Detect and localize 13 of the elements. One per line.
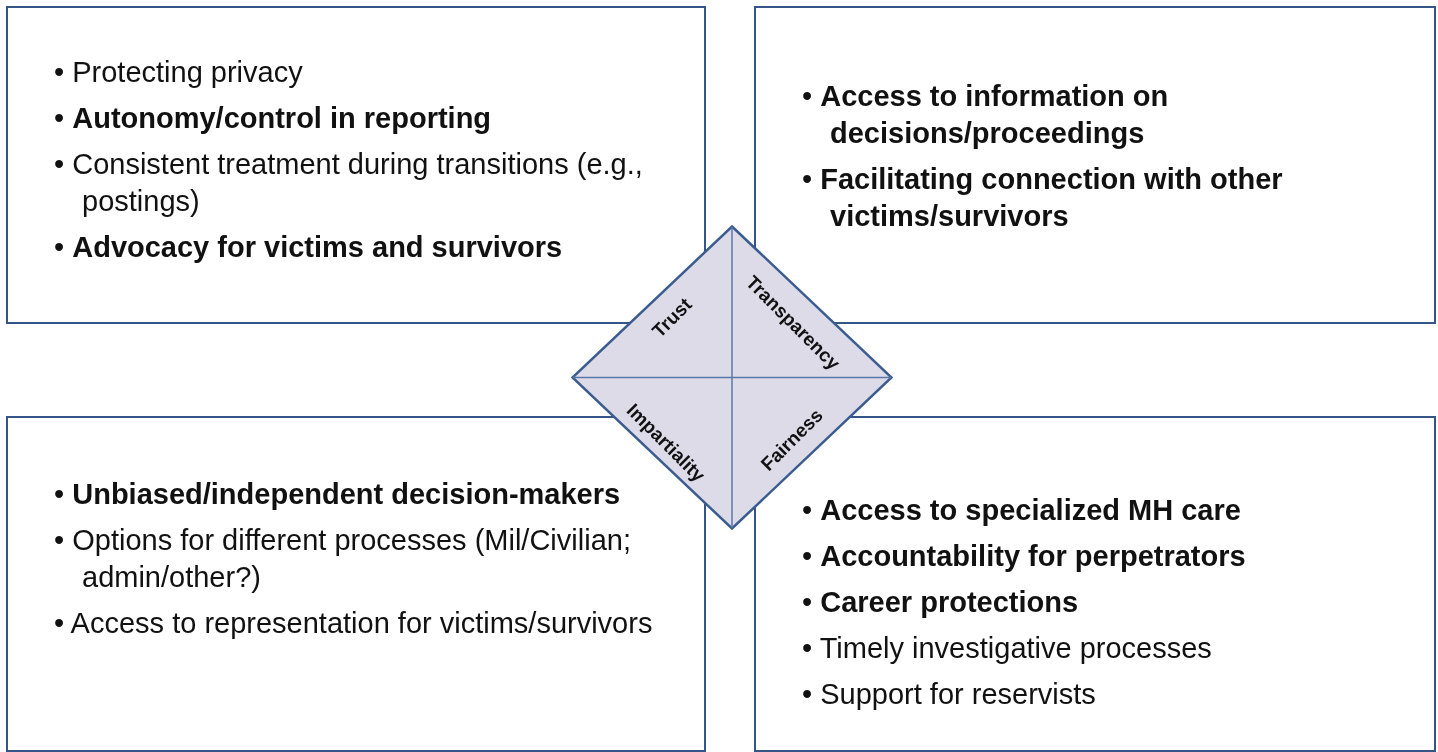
bullet-item: • Access to specialized MH care	[802, 493, 1242, 528]
bullet-item: • Timely investigative processes	[802, 631, 1213, 666]
bullet-item: • Access to representation for victims/survivors	[54, 606, 654, 641]
bullet-item: • Autonomy/control in reporting	[54, 101, 493, 136]
bullet-item: • Facilitating connection with other victims/survivors	[802, 162, 1284, 234]
bullet-item: • Access to information on decisions/proceedings	[802, 79, 1170, 151]
bullet-item: • Support for reservists	[802, 677, 1097, 712]
bullet-item: • Advocacy for victims and survivors	[54, 230, 564, 265]
bullet-item: • Protecting privacy	[54, 55, 304, 90]
bullet-item: • Career protections	[802, 585, 1080, 620]
bullet-item: • Options for different processes (Mil/Civilian; admin/other?)	[54, 523, 632, 595]
bullet-item: • Consistent treatment during transitions (e.g., postings)	[54, 147, 644, 219]
bullet-item: • Accountability for perpetrators	[802, 539, 1247, 574]
